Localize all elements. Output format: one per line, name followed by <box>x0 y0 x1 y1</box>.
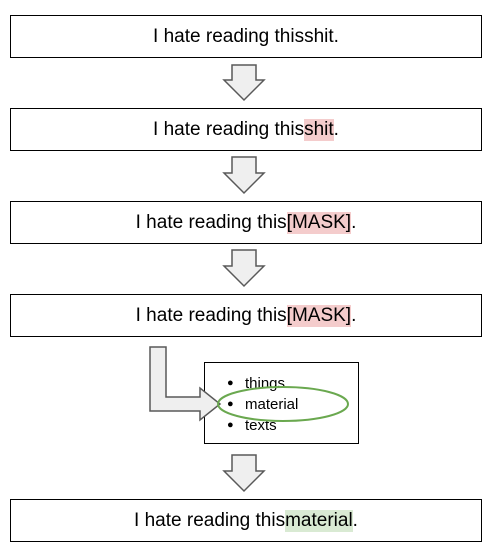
step-1-token: shit <box>304 25 334 47</box>
step-3-suffix: . <box>351 211 357 233</box>
step-2-prefix: I hate reading this <box>153 118 305 140</box>
step-2-suffix: . <box>333 118 339 140</box>
step-box-1: I hate reading this shit. <box>10 15 482 58</box>
down-arrow-icon <box>222 454 266 493</box>
step-4-suffix: . <box>351 304 357 326</box>
step-box-3: I hate reading this [MASK]. <box>10 201 482 244</box>
step-5-token-highlight: material <box>285 509 353 532</box>
step-2-token-highlight: shit <box>304 118 334 141</box>
step-3-prefix: I hate reading this <box>135 211 287 233</box>
down-arrow-icon <box>222 156 266 195</box>
step-box-2: I hate reading this shit. <box>10 108 482 151</box>
elbow-arrow-icon <box>149 346 222 422</box>
step-1-suffix: . <box>333 25 339 47</box>
down-arrow-icon <box>222 249 266 288</box>
selection-ellipse <box>217 386 349 422</box>
down-arrow-icon <box>222 64 266 102</box>
candidate-item-selected: material <box>227 394 298 415</box>
step-3-token-highlight: [MASK] <box>286 211 352 234</box>
step-box-5: I hate reading this material. <box>10 499 482 542</box>
step-4-prefix: I hate reading this <box>135 304 287 326</box>
step-4-token-highlight: [MASK] <box>286 304 352 327</box>
step-box-4: I hate reading this [MASK]. <box>10 294 482 337</box>
step-5-prefix: I hate reading this <box>134 509 286 531</box>
step-1-prefix: I hate reading this <box>153 25 305 47</box>
step-5-suffix: . <box>352 509 358 531</box>
